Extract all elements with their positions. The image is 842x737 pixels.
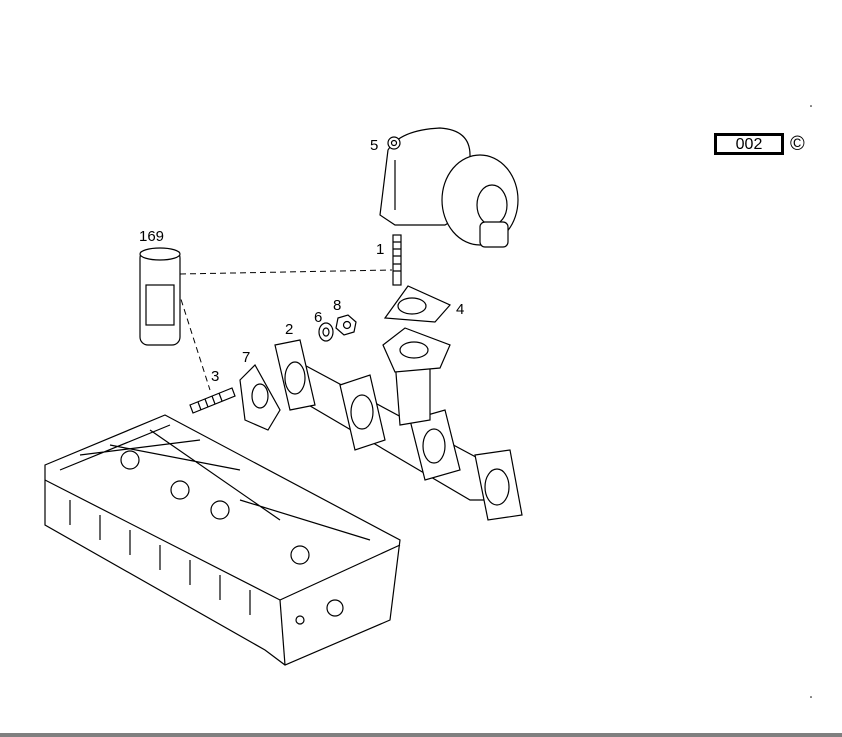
part-8-nut: [335, 314, 357, 336]
callout-3: 3: [211, 368, 219, 385]
part-7-gasket: [239, 364, 281, 431]
part-4-gasket: [383, 285, 451, 323]
copyright-symbol: ©: [790, 133, 805, 155]
callout-169: 169: [139, 228, 164, 245]
callout-6: 6: [314, 309, 322, 326]
cylinder-head: [44, 414, 401, 666]
part-5-nut: [387, 136, 401, 150]
callout-5: 5: [370, 137, 378, 154]
diagram-code-box: 002: [714, 133, 784, 155]
part-2-exhaust-manifold: [274, 327, 523, 521]
part-169-sealant-tube: [139, 247, 181, 346]
callout-1: 1: [376, 241, 384, 258]
callout-7: 7: [242, 349, 250, 366]
part-6-washer: [318, 322, 334, 342]
turbocharger: [379, 127, 519, 248]
callout-8: 8: [333, 297, 341, 314]
callout-2: 2: [285, 321, 293, 338]
leader-line-169-3: [177, 289, 211, 391]
bottom-border: [0, 733, 842, 737]
part-3-stud: [189, 387, 236, 414]
part-1-stud: [392, 234, 402, 286]
callout-4: 4: [456, 301, 464, 318]
leader-line-169-1: [179, 269, 393, 275]
